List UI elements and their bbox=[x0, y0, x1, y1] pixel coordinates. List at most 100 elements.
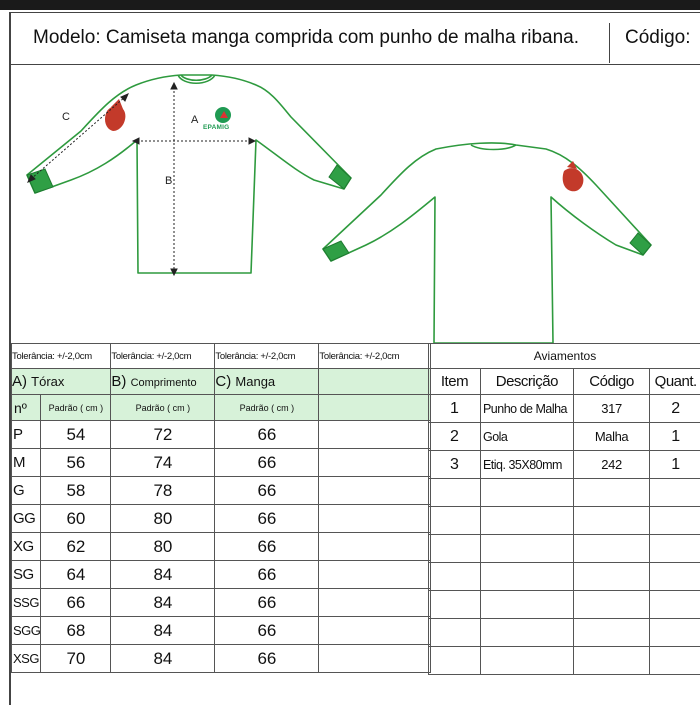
value-manga: 66 bbox=[215, 421, 319, 449]
header-item: Item bbox=[429, 369, 481, 395]
aviamento-row: 3 Etiq. 35X80mm 242 1 bbox=[429, 451, 700, 479]
size-row: P 54 72 66 bbox=[12, 421, 431, 449]
value-comprimento: 84 bbox=[111, 645, 215, 673]
size-label: GG bbox=[12, 505, 41, 533]
tolerance-cell: Tolerância: +/-2,0cm bbox=[215, 344, 319, 369]
value-manga: 66 bbox=[215, 477, 319, 505]
sheet-header: Modelo: Camiseta manga comprida com punh… bbox=[11, 13, 700, 65]
tech-sheet: Modelo: Camiseta manga comprida com punh… bbox=[9, 12, 700, 705]
item-number: 1 bbox=[429, 395, 481, 423]
item-number: 3 bbox=[429, 451, 481, 479]
header-comprimento: B) Comprimento bbox=[111, 369, 215, 395]
code-label: Código: bbox=[625, 27, 691, 49]
value-torax: 56 bbox=[41, 449, 111, 477]
header-descricao: Descrição bbox=[480, 369, 573, 395]
aviamentos-table: Aviamentos Item Descrição Código Quant. … bbox=[428, 343, 700, 675]
value-comprimento: 74 bbox=[111, 449, 215, 477]
size-label: M bbox=[12, 449, 41, 477]
sub-torax: Padrão ( cm ) bbox=[41, 395, 111, 421]
value-manga: 66 bbox=[215, 617, 319, 645]
tolerance-row: Tolerância: +/-2,0cm Tolerância: +/-2,0c… bbox=[12, 344, 431, 369]
aviamentos-title-row: Aviamentos bbox=[429, 344, 700, 369]
value-manga: 66 bbox=[215, 449, 319, 477]
size-row: G 58 78 66 bbox=[12, 477, 431, 505]
label-b: B bbox=[165, 175, 172, 187]
value-torax: 68 bbox=[41, 617, 111, 645]
aviamento-row: 1 Punho de Malha 317 2 bbox=[429, 395, 700, 423]
measure-header-row: A) Tórax B) Comprimento C) Manga bbox=[12, 369, 431, 395]
tolerance-cell: Tolerância: +/-2,0cm bbox=[319, 344, 431, 369]
value-manga: 66 bbox=[215, 589, 319, 617]
back-shirt bbox=[323, 143, 651, 343]
value-manga: 66 bbox=[215, 505, 319, 533]
label-a: A bbox=[191, 114, 198, 126]
value-manga: 66 bbox=[215, 561, 319, 589]
aviamento-row-empty bbox=[429, 647, 700, 675]
size-row: M 56 74 66 bbox=[12, 449, 431, 477]
item-description: Gola bbox=[480, 423, 573, 451]
measure-subheader-row: nº Padrão ( cm ) Padrão ( cm ) Padrão ( … bbox=[12, 395, 431, 421]
size-label: G bbox=[12, 477, 41, 505]
header-codigo: Código bbox=[573, 369, 650, 395]
size-row: SG 64 84 66 bbox=[12, 561, 431, 589]
value-manga: 66 bbox=[215, 533, 319, 561]
value-comprimento: 84 bbox=[111, 589, 215, 617]
value-torax: 54 bbox=[41, 421, 111, 449]
measurement-table: Tolerância: +/-2,0cm Tolerância: +/-2,0c… bbox=[11, 343, 431, 673]
sub-manga: Padrão ( cm ) bbox=[215, 395, 319, 421]
value-comprimento: 84 bbox=[111, 561, 215, 589]
aviamento-row: 2 Gola Malha 1 bbox=[429, 423, 700, 451]
label-c: C bbox=[62, 111, 70, 123]
value-torax: 60 bbox=[41, 505, 111, 533]
aviamento-row-empty bbox=[429, 479, 700, 507]
item-number: 2 bbox=[429, 423, 481, 451]
value-torax: 64 bbox=[41, 561, 111, 589]
value-torax: 58 bbox=[41, 477, 111, 505]
logo-triangle-icon bbox=[220, 111, 228, 118]
aviamento-row-empty bbox=[429, 563, 700, 591]
item-quantity: 1 bbox=[650, 423, 700, 451]
size-row: XG 62 80 66 bbox=[12, 533, 431, 561]
tolerance-cell: Tolerância: +/-2,0cm bbox=[12, 344, 111, 369]
sub-empty bbox=[319, 395, 431, 421]
header-quant: Quant. bbox=[650, 369, 700, 395]
top-border-bar bbox=[0, 0, 700, 10]
item-code: Malha bbox=[573, 423, 650, 451]
value-torax: 70 bbox=[41, 645, 111, 673]
value-comprimento: 72 bbox=[111, 421, 215, 449]
header-divider bbox=[609, 23, 610, 63]
size-header: nº bbox=[12, 395, 41, 421]
size-label: SSG bbox=[12, 589, 41, 617]
value-torax: 62 bbox=[41, 533, 111, 561]
size-row: SGG 68 84 66 bbox=[12, 617, 431, 645]
aviamentos-title: Aviamentos bbox=[429, 344, 700, 369]
size-row: XSG 70 84 66 bbox=[12, 645, 431, 673]
value-comprimento: 78 bbox=[111, 477, 215, 505]
size-label: XG bbox=[12, 533, 41, 561]
size-row: GG 60 80 66 bbox=[12, 505, 431, 533]
item-quantity: 2 bbox=[650, 395, 700, 423]
front-shirt bbox=[27, 75, 351, 273]
garment-drawing: B A C EPAMIG bbox=[11, 65, 700, 343]
tolerance-cell: Tolerância: +/-2,0cm bbox=[111, 344, 215, 369]
item-quantity: 1 bbox=[650, 451, 700, 479]
item-code: 242 bbox=[573, 451, 650, 479]
aviamentos-header-row: Item Descrição Código Quant. bbox=[429, 369, 700, 395]
aviamento-row-empty bbox=[429, 591, 700, 619]
aviamento-row-empty bbox=[429, 619, 700, 647]
value-comprimento: 84 bbox=[111, 617, 215, 645]
size-label: SG bbox=[12, 561, 41, 589]
size-row: SSG 66 84 66 bbox=[12, 589, 431, 617]
size-label: P bbox=[12, 421, 41, 449]
item-code: 317 bbox=[573, 395, 650, 423]
model-title: Modelo: Camiseta manga comprida com punh… bbox=[33, 27, 579, 49]
item-description: Punho de Malha bbox=[480, 395, 573, 423]
value-manga: 66 bbox=[215, 645, 319, 673]
shirt-illustration bbox=[11, 65, 700, 343]
header-torax: A) Tórax bbox=[12, 369, 111, 395]
item-description: Etiq. 35X80mm bbox=[480, 451, 573, 479]
aviamento-row-empty bbox=[429, 535, 700, 563]
value-comprimento: 80 bbox=[111, 533, 215, 561]
header-empty bbox=[319, 369, 431, 395]
sub-comprimento: Padrão ( cm ) bbox=[111, 395, 215, 421]
